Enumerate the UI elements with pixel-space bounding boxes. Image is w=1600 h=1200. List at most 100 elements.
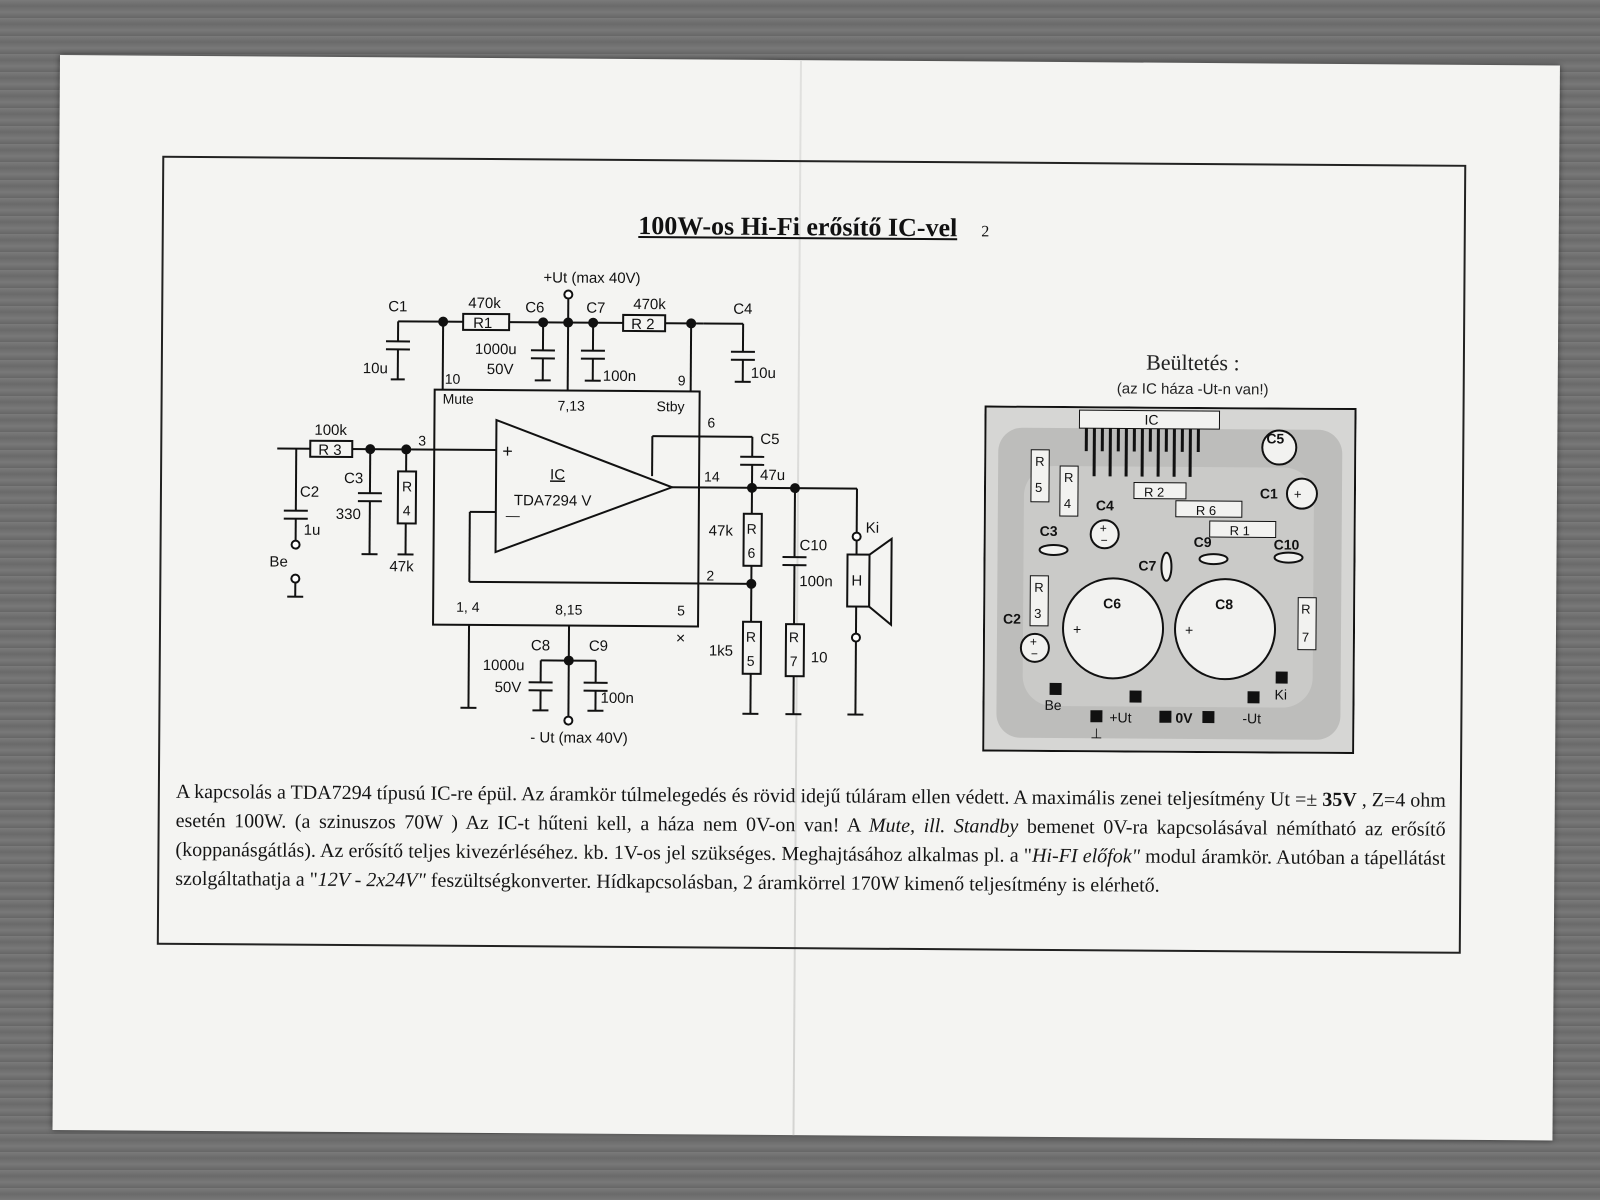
pcb-r5-a: R: [1035, 454, 1044, 469]
c3-label: C3: [344, 470, 363, 487]
opamp-plus: +: [502, 441, 513, 461]
supply-neg-label: - Ut (max 40V): [530, 729, 628, 747]
pcb-r4-b: 4: [1064, 496, 1071, 511]
pcb-r6: R 6: [1196, 503, 1216, 518]
c5-label: C5: [760, 431, 779, 448]
pcb-ki-label: Ki: [1275, 686, 1288, 702]
c6-value-volt: 50V: [487, 361, 514, 378]
pcb-c4-plus: +: [1100, 521, 1107, 535]
pcb-layout: IC C5 C1 + R 5 R: [982, 405, 1357, 755]
pin14-label: 14: [704, 469, 720, 485]
pcb-c6-plus: +: [1073, 621, 1081, 637]
be-label: Be: [269, 553, 287, 570]
r2-label: R 2: [631, 316, 654, 333]
pcb-minus-ut-label: -Ut: [1242, 710, 1261, 726]
r4-label-b: 4: [403, 502, 411, 518]
pcb-ic-label: IC: [1144, 412, 1158, 428]
pcb-c8-plus: +: [1185, 622, 1193, 638]
c9-value: 100n: [600, 690, 633, 707]
ic-name: TDA7294 V: [514, 492, 592, 510]
speaker-label: H: [851, 573, 862, 590]
r6-label-a: R: [747, 521, 757, 537]
description-paragraph: A kapcsolás a TDA7294 típusú IC-re épül.…: [175, 778, 1446, 903]
c8-value-volt: 50V: [495, 679, 522, 696]
stby-label: Stby: [657, 398, 685, 414]
page-title: 100W-os Hi-Fi erősítő IC-vel 2: [164, 208, 1464, 247]
r5-label-a: R: [746, 629, 756, 645]
r6-value: 47k: [709, 523, 734, 540]
c8-value-cap: 1000u: [483, 657, 525, 674]
paper-sheet: 100W-os Hi-Fi erősítő IC-vel 2 +Ut (max 4…: [52, 55, 1560, 1141]
pcb-c8-label: C8: [1215, 596, 1233, 612]
pin815-label: 8,15: [555, 601, 583, 617]
pcb-c4-label: C4: [1096, 497, 1114, 513]
pcb-r2: R 2: [1144, 485, 1164, 500]
title-text: 100W-os Hi-Fi erősítő IC-vel: [638, 211, 958, 243]
r1-value: 470k: [468, 295, 501, 312]
r4-label-a: R: [402, 478, 412, 494]
supply-pos-label: +Ut (max 40V): [543, 269, 640, 287]
pcb-c9-label: C9: [1194, 534, 1212, 550]
pcb-title: Beültetés :: [1146, 349, 1240, 376]
c1-label: C1: [388, 298, 407, 315]
pcb-c2-minus: −: [1031, 647, 1038, 661]
pcb-r3-a: R: [1034, 580, 1043, 595]
pcb-r4-a: R: [1064, 470, 1073, 485]
c6-label: C6: [525, 299, 544, 316]
c9-label: C9: [589, 638, 608, 655]
c2-label: C2: [300, 484, 319, 501]
pin6-label: 6: [707, 415, 715, 431]
pcb-c4-minus: −: [1101, 533, 1108, 547]
pcb-c5-label: C5: [1266, 430, 1284, 446]
pcb-c2-plus: +: [1030, 635, 1037, 649]
r7-label-b: 7: [790, 653, 798, 669]
mute-label: Mute: [443, 391, 474, 407]
c4-label: C4: [733, 301, 752, 318]
c10-value: 100n: [799, 573, 832, 590]
r5-label-b: 5: [747, 653, 755, 669]
r6-label-b: 6: [747, 545, 755, 561]
pin5-label: 5: [677, 602, 685, 618]
r4-value: 47k: [389, 558, 414, 575]
amplifier-schematic: +Ut (max 40V) C1 10u R1 470k C6 1000u 50…: [269, 269, 893, 747]
desc-part-5: feszültségkonverter. Hídkapcsolásban, 2 …: [425, 869, 1160, 897]
r7-label-a: R: [789, 629, 799, 645]
c6-value-cap: 1000u: [475, 341, 517, 358]
c3-value: 330: [336, 506, 361, 523]
c5-value: 47u: [760, 467, 785, 484]
c8-label: C8: [531, 637, 550, 654]
document-frame: 100W-os Hi-Fi erősítő IC-vel 2 +Ut (max 4…: [156, 155, 1467, 954]
pcb-c7-label: C7: [1138, 558, 1156, 574]
pin14b-label: 1, 4: [456, 599, 480, 615]
r1-label: R1: [473, 315, 492, 332]
c7-value: 100n: [603, 368, 636, 385]
page-number: 2: [981, 223, 990, 241]
c7-label: C7: [586, 300, 605, 317]
c1-value: 10u: [363, 360, 388, 377]
pin9-label: 9: [678, 372, 686, 388]
pcb-zero-v-label: 0V: [1175, 710, 1193, 726]
description: A kapcsolás a TDA7294 típusú IC-re épül.…: [175, 778, 1446, 903]
pcb-be-label: Be: [1044, 697, 1061, 713]
pcb-c6-label: C6: [1103, 595, 1121, 611]
pcb-r3-b: 3: [1034, 606, 1041, 621]
pin10-label: 10: [445, 371, 461, 387]
pcb-plus-ut-label: +Ut: [1109, 709, 1131, 725]
pcb-r5-b: 5: [1035, 480, 1042, 495]
c10-label: C10: [800, 537, 828, 554]
pcb-r7-b: 7: [1302, 630, 1309, 645]
c4-value: 10u: [751, 365, 776, 382]
desc-hifi-preamp: Hi-FI előfok": [1031, 844, 1141, 868]
r5-value: 1k5: [709, 643, 733, 660]
desc-mute-standby: Mute, ill. Standby: [868, 814, 1019, 838]
pcb-r1: R 1: [1230, 523, 1250, 538]
c2-value: 1u: [304, 522, 321, 539]
pcb-gnd-label: ⊥: [1090, 725, 1102, 741]
pin5-nc: ×: [676, 630, 685, 647]
pcb-c10-label: C10: [1274, 536, 1300, 552]
pin2-label: 2: [706, 568, 714, 584]
desc-voltage: 35V: [1322, 788, 1357, 812]
desc-part-1: A kapcsolás a TDA7294 típusú IC-re épül.…: [175, 780, 1323, 811]
pcb-c1-plus: +: [1294, 487, 1302, 502]
ic-label: IC: [550, 466, 565, 483]
